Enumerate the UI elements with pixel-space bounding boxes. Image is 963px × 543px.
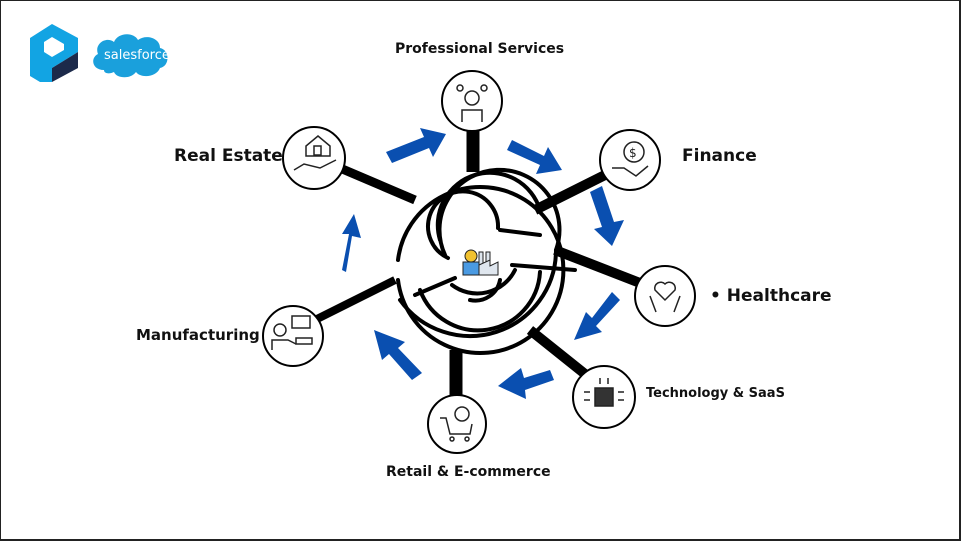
- center-maze: [396, 167, 577, 355]
- professional-services-icon: [456, 84, 488, 122]
- svg-text:$: $: [629, 146, 637, 160]
- salesforce-logo: [93, 34, 168, 78]
- industry-nodes: [262, 70, 696, 454]
- salesforce-logo-text: salesforce: [104, 48, 170, 63]
- spoke-healthcare: [553, 245, 642, 288]
- node-icons: $: [271, 84, 681, 442]
- finance-node: [599, 129, 661, 191]
- spoke-finance: [532, 170, 608, 215]
- factory-icon: [462, 249, 499, 276]
- finance-dollar-gear-hand-icon: $: [612, 141, 649, 177]
- realestate-node: [282, 126, 346, 190]
- spoke-technology: [526, 326, 594, 382]
- arrow-healthcare-to-technology: [574, 292, 620, 340]
- healthcare-heart-hands-icon: [649, 281, 681, 313]
- arrow-professional-to-finance: [507, 140, 562, 174]
- arrow-finance-to-healthcare: [590, 186, 624, 246]
- label-manufacturing: Manufacturing: [136, 326, 260, 344]
- chip-circuit-icon: [584, 378, 624, 407]
- label-technology-saas: Technology & SaaS: [646, 386, 785, 401]
- label-retail-ecommerce: Retail & E-commerce: [386, 464, 551, 480]
- arrow-manufacturing-to-realestate: [342, 214, 361, 272]
- label-professional-services: Professional Services: [395, 41, 565, 57]
- label-finance: Finance: [682, 146, 757, 166]
- spoke-realestate: [338, 163, 417, 205]
- arrow-realestate-to-professional: [386, 128, 446, 163]
- professional-services-node: [441, 70, 503, 132]
- spokes: [313, 130, 642, 398]
- flow-arrows: [342, 128, 624, 399]
- healthcare-node: [634, 265, 696, 327]
- worker-machine-icon: [271, 315, 313, 350]
- brand-logo: [30, 24, 78, 82]
- arrow-retail-to-manufacturing: [374, 330, 422, 380]
- retail-node: [427, 394, 487, 454]
- spoke-manufacturing: [313, 276, 397, 324]
- house-in-hand-icon: [293, 135, 337, 171]
- arrow-technology-to-retail: [498, 368, 554, 399]
- label-real-estate: Real Estate: [174, 146, 283, 166]
- manufacturing-node: [262, 305, 324, 367]
- label-healthcare: • Healthcare: [710, 286, 832, 306]
- shopping-cart-globe-icon: [440, 406, 473, 442]
